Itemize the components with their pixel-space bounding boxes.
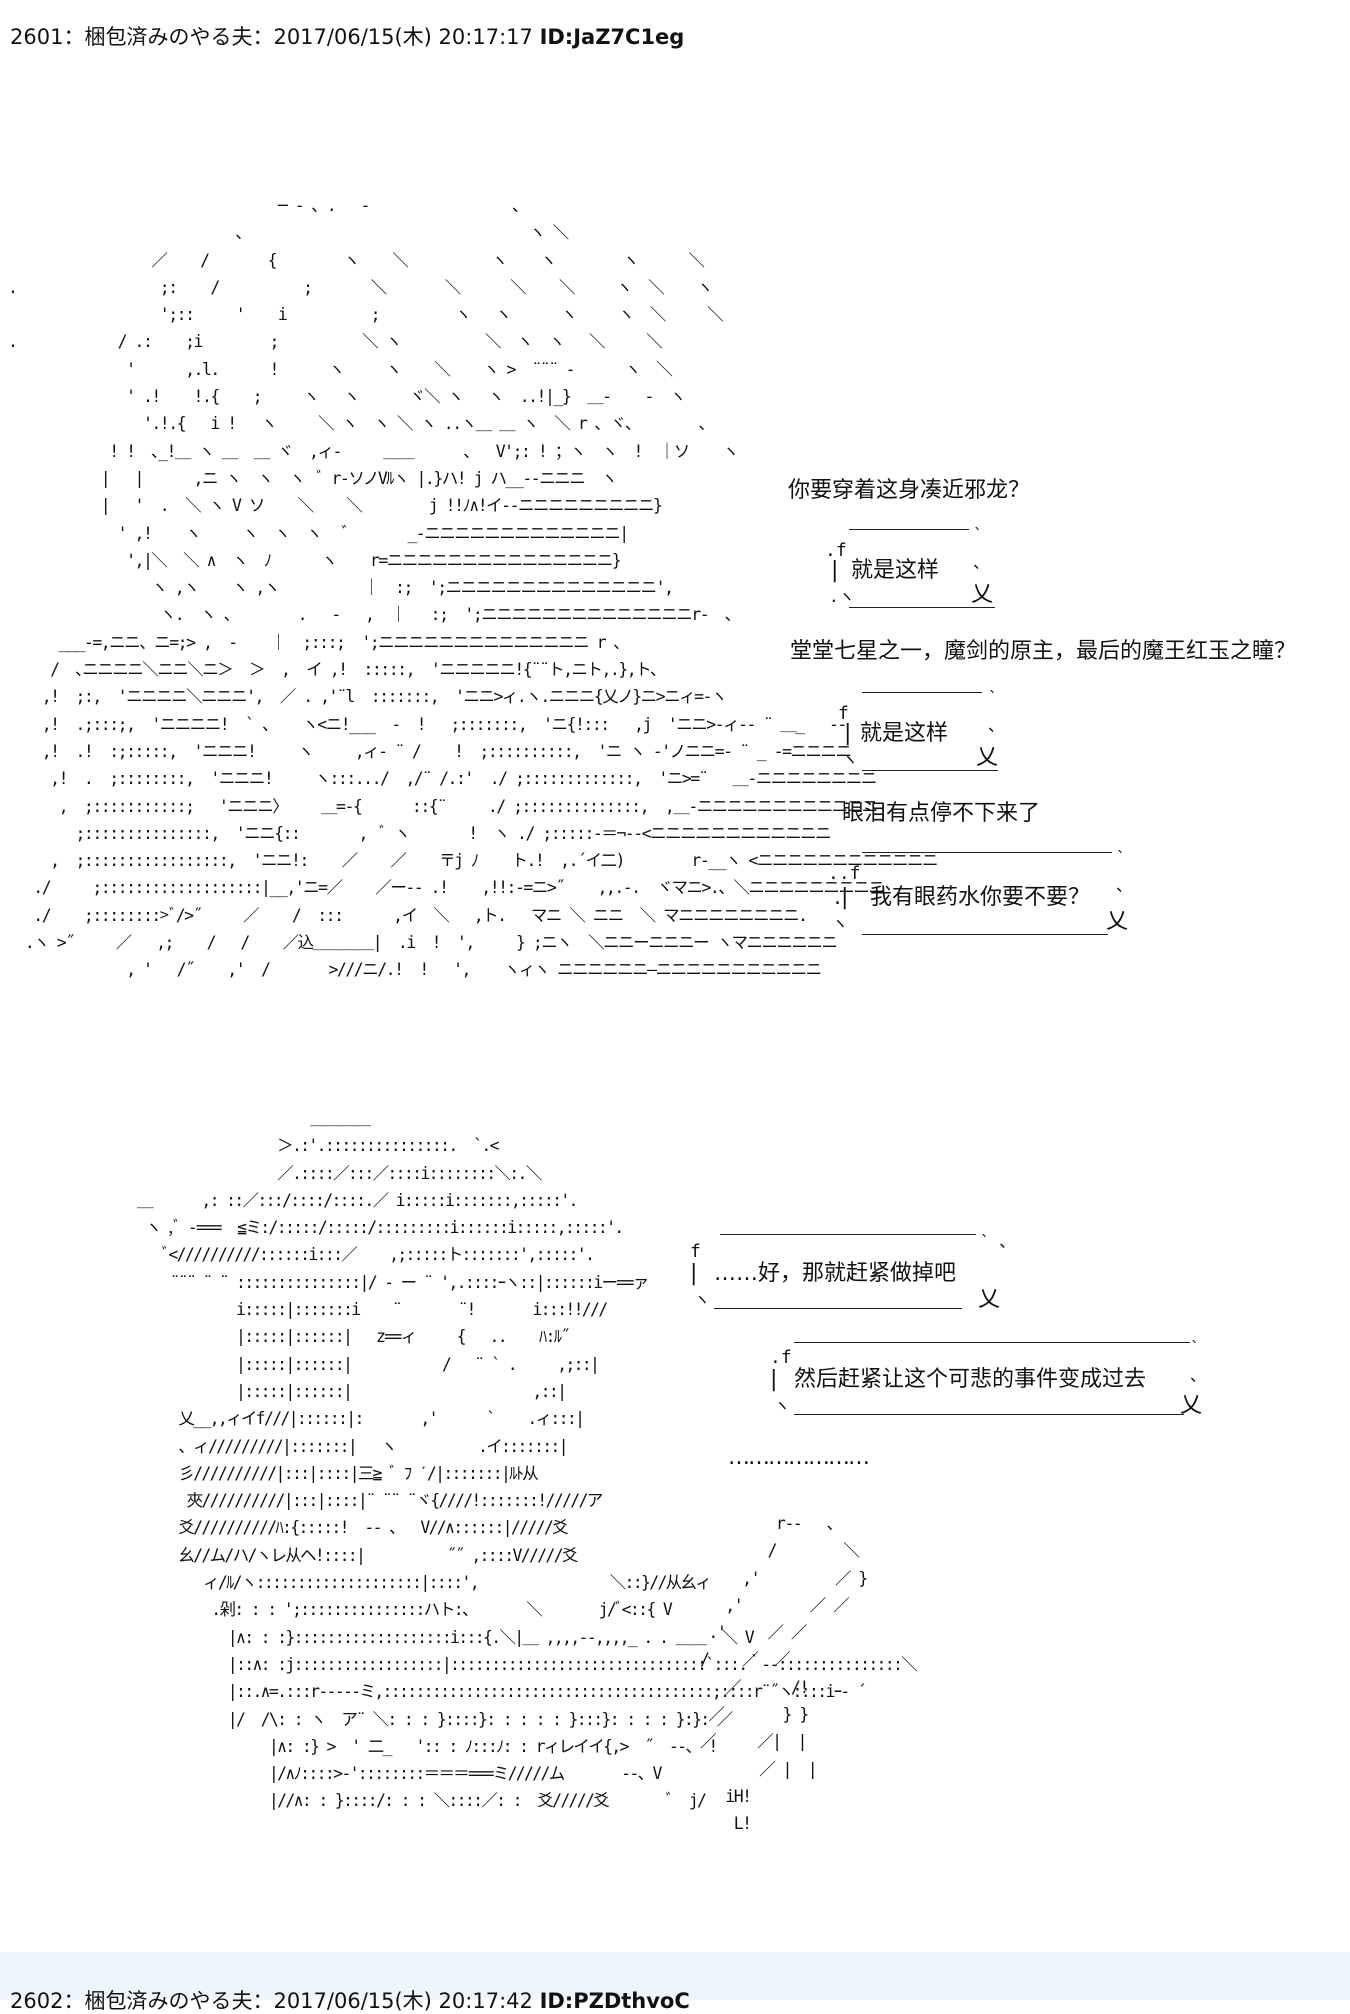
- poster-id: ID:JaZ7C1eg: [539, 25, 685, 49]
- ascii-art-witch-scene: ＿＿＿＿ ＞.:'.:::::::::::::::. `.< ／.::::／::…: [137, 1109, 918, 1811]
- speech-line: 堂堂七星之一，魔剑的原主，最后的魔王红玉之瞳？: [790, 639, 1297, 664]
- post-number: 2601: [10, 25, 64, 49]
- speech-bubble: f ` 、 | ……好，那就赶紧做掉吧 ヽ 乂: [690, 1232, 1016, 1312]
- speech-bubble: .f ` 、 | 就是这样 .ヽ 乂: [825, 525, 995, 608]
- ascii-art-dragon-scene: ─ - ､ . - ､ ､ ヽ ＼ ／ / { ヽ ＼ ヽ ヽ ヽ ＼ . ;:…: [8, 196, 939, 980]
- speech-bubble: f ` 、 | 就是这样 ヽ 乂: [838, 688, 1005, 771]
- post-header: 2601：梱包済みのやる夫：2017/06/15(木) 20:17:17 ID:…: [10, 24, 684, 50]
- poster-name: ：梱包済みのやる夫: [63, 1989, 253, 2013]
- speech-line: 眼泪有点停不下来了: [842, 801, 1041, 826]
- poster-name: ：梱包済みのやる夫: [63, 25, 253, 49]
- bubble-text: 就是这样: [860, 721, 949, 746]
- post-header: 2602：梱包済みのやる夫：2017/06/15(木) 20:17:42 ID:…: [10, 1988, 690, 2014]
- speech-bubble: ..f ` 、 .| 我有眼药水你要不要？ ヽ 乂: [828, 848, 1133, 935]
- bubble-text: 就是这样: [851, 558, 940, 583]
- post-separator-band: [0, 1952, 1350, 2000]
- speech-bubble: .f ` 、 | 然后赶紧让这个可悲的事件变成过去 ヽ 乂: [770, 1338, 1207, 1418]
- post-date: ：2017/06/15(木) 20:17:42: [252, 1989, 533, 2013]
- ellipsis-line: …………………: [728, 1445, 870, 1470]
- bubble-text: 我有眼药水你要不要？: [870, 885, 1091, 910]
- ascii-art-broom: r‐‐ 、 / ＼ ,' ／ } ,' ／ ／ .' ／ ／ / ／ ／ ／ /…: [700, 1514, 868, 1834]
- post-date: ：2017/06/15(木) 20:17:17: [252, 25, 533, 49]
- bubble-text: 然后赶紧让这个可悲的事件变成过去: [794, 1367, 1147, 1392]
- poster-id: ID:PZDthvoC: [539, 1989, 690, 2013]
- post-number: 2602: [10, 1989, 64, 2013]
- bubble-text: ……好，那就赶紧做掉吧: [714, 1261, 957, 1286]
- speech-line: 你要穿着这身凑近邪龙？: [788, 478, 1031, 503]
